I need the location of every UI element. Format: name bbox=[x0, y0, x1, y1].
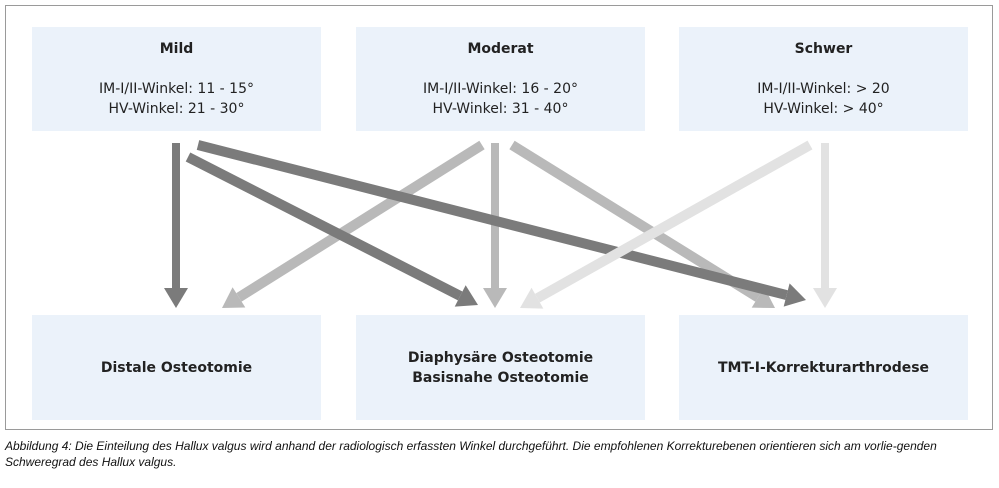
arrow-mild bbox=[196, 140, 806, 307]
figure-frame bbox=[5, 5, 993, 430]
arrow-moderat bbox=[483, 143, 507, 308]
severity-title: Moderat bbox=[467, 41, 534, 57]
im-angle: IM-I/II-Winkel: > 20 bbox=[757, 81, 890, 97]
severity-box-mild: Mild IM-I/II-Winkel: 11 - 15° HV-Winkel:… bbox=[32, 27, 321, 131]
procedure-label: Basisnahe Osteotomie bbox=[412, 369, 589, 386]
hv-angle: HV-Winkel: > 40° bbox=[763, 101, 884, 117]
arrow-head bbox=[751, 287, 775, 308]
im-angle: IM-I/II-Winkel: 11 - 15° bbox=[98, 81, 254, 97]
arrow-mild bbox=[164, 143, 188, 308]
severity-title: Schwer bbox=[794, 41, 853, 57]
arrow-head bbox=[520, 287, 544, 309]
arrow-head bbox=[222, 287, 246, 308]
procedure-box-diaphysaer: Diaphysäre Osteotomie Basisnahe Osteotom… bbox=[356, 315, 645, 420]
procedure-box-tmt: TMT-I-Korrekturarthrodese bbox=[679, 315, 968, 420]
im-angle: IM-I/II-Winkel: 16 - 20° bbox=[422, 81, 578, 97]
arrow-shaft bbox=[236, 140, 485, 302]
hv-angle: HV-Winkel: 21 - 30° bbox=[108, 101, 245, 117]
arrow-head bbox=[454, 285, 478, 307]
arrow-moderat bbox=[509, 140, 775, 308]
arrow-schwer bbox=[520, 140, 813, 309]
arrow-schwer bbox=[813, 143, 837, 308]
arrow-head bbox=[164, 288, 188, 308]
procedure-label: Diaphysäre Osteotomie bbox=[407, 349, 594, 366]
arrow-head bbox=[483, 288, 507, 308]
arrow-mild bbox=[185, 152, 478, 307]
figure-caption: Abbildung 4: Die Einteilung des Hallux v… bbox=[5, 439, 937, 469]
arrow-shaft bbox=[196, 140, 788, 300]
arrow-shaft bbox=[509, 140, 761, 302]
procedure-label: Distale Osteotomie bbox=[100, 359, 253, 376]
arrow-head bbox=[813, 288, 837, 308]
arrow-moderat bbox=[222, 140, 485, 308]
procedure-box-distal: Distale Osteotomie bbox=[32, 315, 321, 420]
arrow-head bbox=[783, 283, 806, 307]
severity-title: Mild bbox=[159, 41, 194, 57]
arrow-shaft bbox=[534, 140, 813, 303]
severity-box-schwer: Schwer IM-I/II-Winkel: > 20 HV-Winkel: >… bbox=[679, 27, 968, 131]
hv-angle: HV-Winkel: 31 - 40° bbox=[432, 101, 569, 117]
arrow-shaft bbox=[185, 152, 463, 301]
severity-box-moderat: Moderat IM-I/II-Winkel: 16 - 20° HV-Wink… bbox=[356, 27, 645, 131]
procedure-label: TMT-I-Korrekturarthrodese bbox=[717, 359, 930, 376]
